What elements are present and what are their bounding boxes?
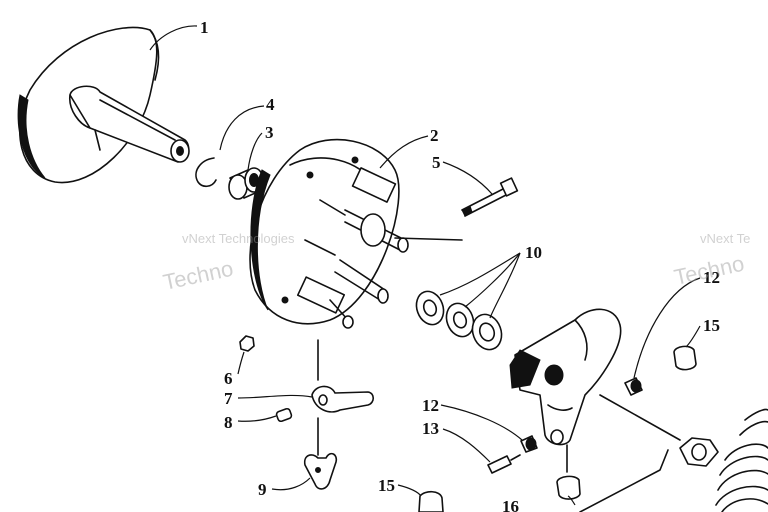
- callout-3: 3: [265, 123, 274, 142]
- cam-weight-assembly: [509, 308, 681, 446]
- callout-8: 8: [224, 413, 233, 432]
- part-5-bolt: [461, 177, 519, 217]
- part-16-roller: [556, 444, 581, 500]
- spring-and-nut: [679, 408, 768, 512]
- part-15-cap-lower: [418, 490, 444, 512]
- callout-16: 16: [502, 497, 519, 512]
- watermark-right-small: vNext Te: [700, 231, 750, 246]
- callout-6: 6: [224, 369, 233, 388]
- callout-7: 7: [224, 389, 233, 408]
- callout-12-right: 12: [703, 268, 720, 287]
- callout-2: 2: [430, 126, 439, 145]
- callout-15-right: 15: [703, 316, 720, 335]
- callout-13: 13: [422, 419, 439, 438]
- callout-10: 10: [525, 243, 542, 262]
- watermark-left-large: Techno: [161, 256, 236, 295]
- part-8-pin: [275, 407, 293, 423]
- part-15-cap-right: [673, 345, 697, 371]
- callout-1: 1: [200, 18, 209, 37]
- part-4-snap-ring: [195, 157, 217, 188]
- part-13-pin: [487, 454, 521, 474]
- part-7-cam-arm: [311, 385, 375, 413]
- part-6-nut: [239, 335, 255, 352]
- callout-15-lower: 15: [378, 476, 395, 495]
- part-1-sheave: [17, 26, 190, 184]
- callout-labels: 1 4 3 2 5 10 12 15 6 7 8 9 12 13 15 16: [200, 18, 720, 512]
- part-12-bushing-right: [624, 377, 643, 396]
- callout-12-lower: 12: [422, 396, 439, 415]
- part-12-bushing-lower: [520, 435, 538, 453]
- callout-5: 5: [432, 153, 441, 172]
- callout-9: 9: [258, 480, 267, 499]
- callout-4: 4: [266, 95, 275, 114]
- part-2-spider-housing: [249, 138, 463, 329]
- watermark-left-small: vNext Technologies: [182, 231, 295, 246]
- part-9-clip: [303, 339, 338, 490]
- leader-lines: [149, 25, 701, 506]
- part-10-washers: [415, 290, 503, 351]
